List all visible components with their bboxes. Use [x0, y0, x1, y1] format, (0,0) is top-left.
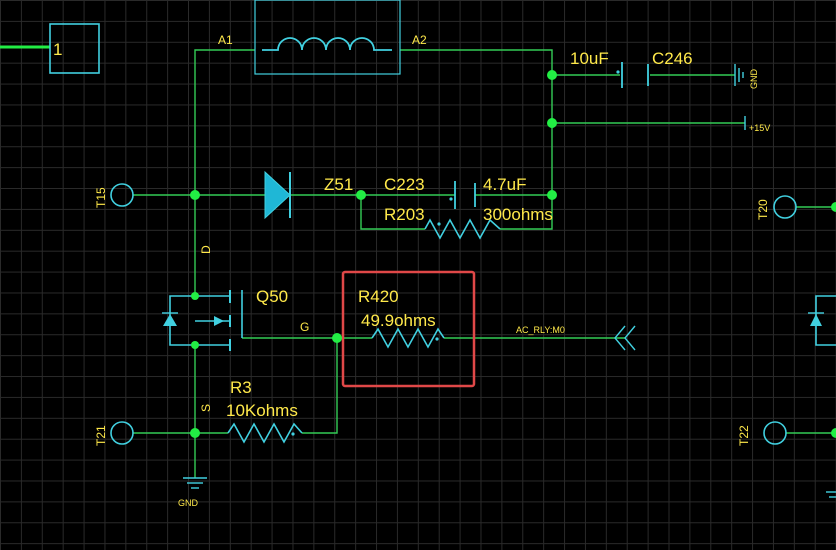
test-point-t15-label: T15	[94, 187, 108, 208]
net-arrow-inner	[614, 325, 626, 351]
c223-value: 4.7uF	[483, 175, 526, 194]
wire-coil-left[interactable]	[194, 49, 255, 195]
junction-dot[interactable]	[831, 428, 836, 438]
q50-arrow	[214, 316, 224, 326]
c246-value: 10uF	[570, 49, 609, 68]
r203-name: R203	[384, 205, 425, 224]
test-point-t22-label: T22	[737, 425, 751, 446]
coil-pin-a1: A1	[218, 33, 233, 47]
c246-name: C246	[652, 49, 693, 68]
q50-source-label: S	[199, 404, 213, 412]
test-point-t20-label: T20	[756, 199, 770, 220]
gnd-bottom-label: GND	[178, 498, 199, 508]
junction-dot[interactable]	[190, 428, 200, 438]
net-arrow-outer[interactable]	[624, 325, 636, 351]
q50-name: Q50	[256, 287, 288, 306]
wire-coil-right[interactable]	[400, 49, 553, 195]
test-point-t21[interactable]	[110, 421, 134, 445]
wire-r203-left[interactable]	[360, 195, 425, 230]
r420-selection-highlight	[341, 270, 476, 388]
q50-body-diode	[163, 314, 177, 326]
r3-body[interactable]	[227, 422, 303, 444]
coil-pin-a2: A2	[412, 33, 427, 47]
junction-dot[interactable]	[332, 333, 342, 343]
gnd-top-label: GND	[749, 69, 759, 90]
junction-dot[interactable]	[190, 190, 200, 200]
wire-r3-right[interactable]	[302, 338, 338, 434]
r420-pin-dot	[435, 337, 439, 341]
junction-dot[interactable]	[831, 202, 836, 212]
r3-name: R3	[230, 378, 252, 397]
port-box[interactable]	[49, 23, 100, 74]
junction-dot[interactable]	[547, 118, 557, 128]
test-point-t21-label: T21	[94, 425, 108, 446]
junction-dot[interactable]	[191, 292, 199, 300]
r203-body[interactable]	[424, 218, 501, 240]
test-point-t22[interactable]	[763, 421, 787, 445]
c246-polarity-dot	[616, 70, 620, 74]
r420-body[interactable]	[371, 327, 445, 349]
r203-value: 300ohms	[483, 205, 553, 224]
r203-pin-dot	[437, 222, 441, 226]
rail-15v-label: +15V	[749, 123, 770, 133]
wire-r203-right[interactable]	[500, 195, 553, 230]
c223-polarity-dot	[449, 197, 453, 201]
coil-winding	[262, 37, 392, 51]
test-point-t20[interactable]	[773, 195, 797, 219]
diode-z51-body[interactable]	[264, 170, 291, 220]
q50-drain-label: D	[199, 245, 213, 254]
r3-value: 10Kohms	[226, 401, 298, 420]
q-right-body-diode-wire	[815, 295, 836, 346]
junction-dot[interactable]	[191, 341, 199, 349]
r420-name: R420	[358, 287, 399, 306]
q50-gate-label: G	[300, 320, 309, 334]
diode-z51-name: Z51	[324, 175, 353, 194]
coil-body[interactable]	[254, 0, 401, 75]
c223-name: C223	[384, 175, 425, 194]
r420-value: 49.9ohms	[361, 311, 436, 330]
test-point-t15[interactable]	[110, 183, 134, 207]
junction-dot[interactable]	[547, 70, 557, 80]
junction-dot[interactable]	[547, 190, 557, 200]
junction-dot[interactable]	[356, 190, 366, 200]
net-label-ac-rly: AC_RLY:M0	[516, 325, 565, 335]
r3-pin-dot	[291, 432, 295, 436]
port-label: 1	[53, 40, 62, 59]
